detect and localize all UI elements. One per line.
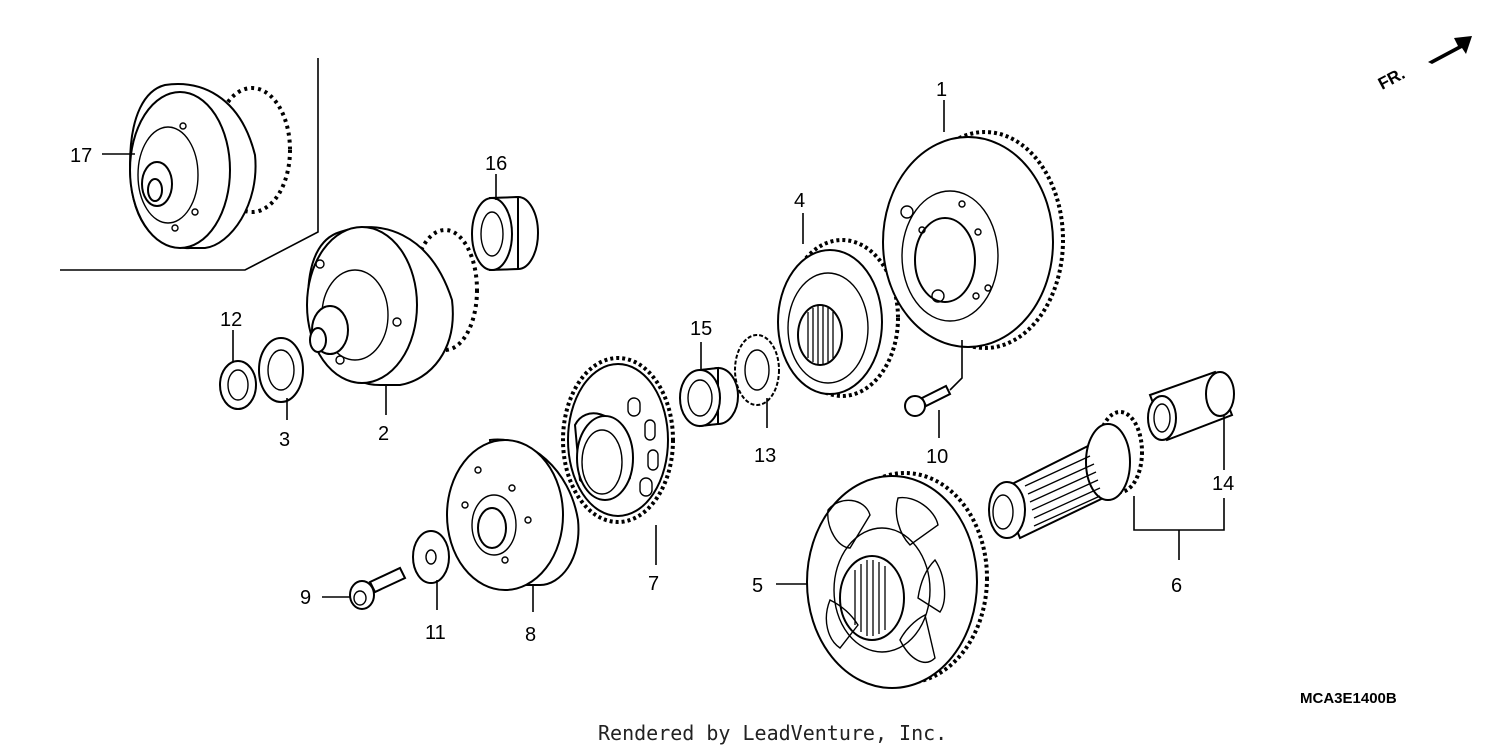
callout-8[interactable]: 8 [525,624,536,646]
part-5-gear[interactable] [806,471,989,689]
part-12-washer[interactable] [219,360,257,410]
part-6-shaft[interactable] [988,410,1144,540]
part-4-splines [807,306,834,364]
part-4-gear[interactable] [777,238,900,398]
callout-11[interactable]: 11 [425,622,446,644]
callout-16[interactable]: 16 [485,153,507,175]
part-13-plate[interactable] [734,334,780,406]
callout-14[interactable]: 14 [1212,473,1234,495]
part-2-drum[interactable] [306,226,479,386]
part-11-washer[interactable] [412,530,450,584]
callout-5[interactable]: 5 [752,575,763,597]
part-16-ball-bearing[interactable] [471,195,539,272]
footer-credit: Rendered by LeadVenture, Inc. [598,721,947,745]
callout-1[interactable]: 1 [936,79,947,101]
callout-10[interactable]: 10 [926,446,948,468]
part-5-splines [854,560,886,636]
callout-2[interactable]: 2 [378,423,389,445]
fr-arrow-icon [1428,36,1472,64]
part-6-splines [1024,455,1101,527]
callout-17[interactable]: 17 [70,145,92,167]
callout-6[interactable]: 6 [1171,575,1182,597]
callout-9[interactable]: 9 [300,587,311,609]
drawing-code: MCA3E1400B [1300,690,1397,707]
part-9-bolt[interactable] [349,566,407,610]
callout-7[interactable]: 7 [648,573,659,595]
part-10-bolt[interactable] [904,384,952,417]
fr-label: FR. [1375,64,1408,94]
callout-15[interactable]: 15 [690,318,712,340]
part-14-bushing[interactable] [1147,370,1235,442]
part-1-gear[interactable] [882,130,1065,350]
callout-12[interactable]: 12 [220,309,242,331]
part-15-needle-bearing[interactable] [679,366,739,428]
front-direction-indicator: FR. [1375,36,1472,94]
leader-10-upper [949,340,963,391]
part-3-washer[interactable] [258,337,304,403]
inset-frame [60,58,319,271]
part-7-gear[interactable] [561,356,675,524]
callout-4[interactable]: 4 [794,190,805,212]
leader-6-bracket [1133,496,1225,531]
part-17-drum[interactable] [128,83,292,250]
part-8-flange[interactable] [446,438,580,591]
callout-13[interactable]: 13 [754,445,776,467]
callout-3[interactable]: 3 [279,429,290,451]
